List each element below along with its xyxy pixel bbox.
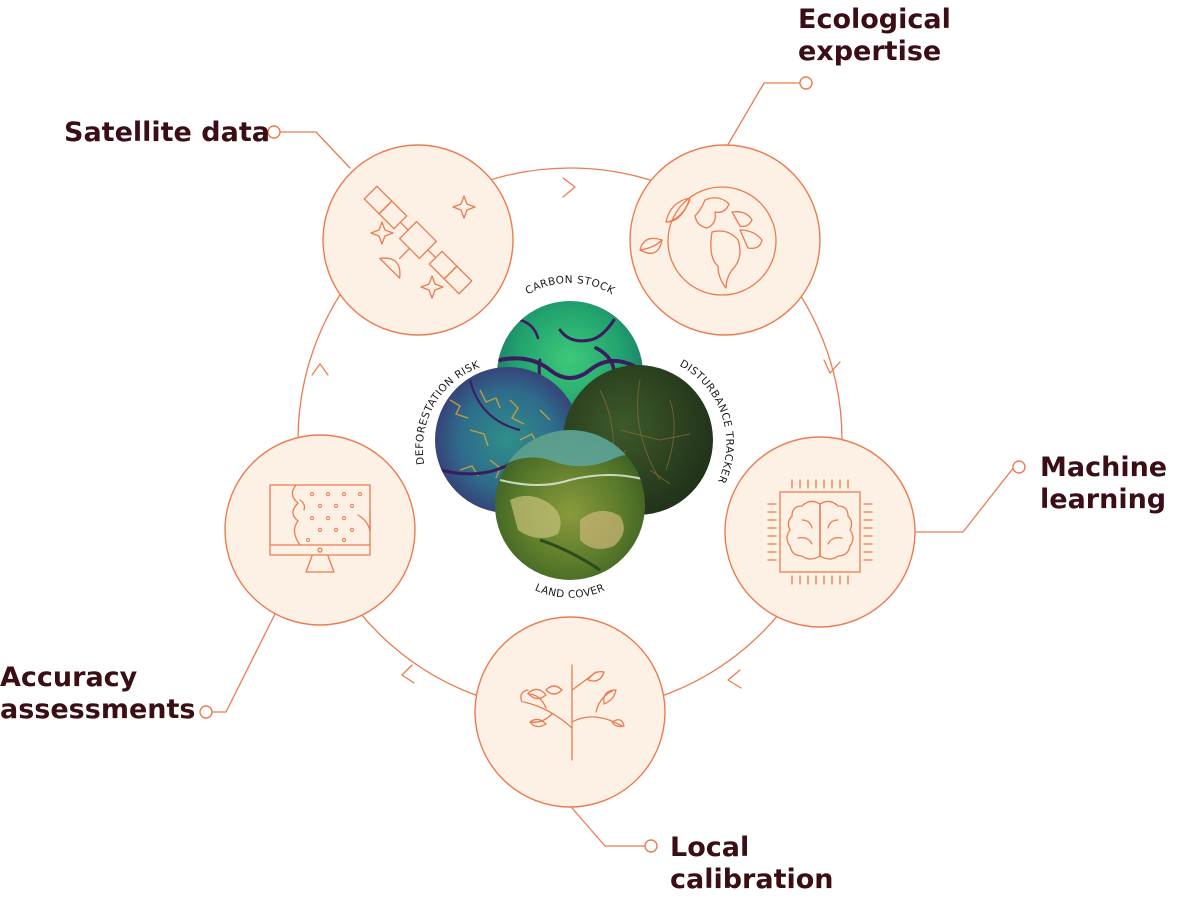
map-label-land-cover: LAND COVER <box>533 582 606 601</box>
label-satellite-data: Satellite data <box>64 117 270 148</box>
label-accuracy-assessments: Accuracy assessments <box>0 662 195 725</box>
arrow-icon <box>562 177 576 198</box>
label-machine-learning: Machine learning <box>1040 452 1177 515</box>
node-labels: Satellite data Ecological expertise Mach… <box>0 4 1177 895</box>
node-accuracy-assessments <box>224 434 416 626</box>
map-label-carbon-stock: CARBON STOCK <box>523 274 617 298</box>
arrow-icon <box>401 664 415 684</box>
node-satellite-data <box>322 144 514 336</box>
label-local-calibration: Local calibration <box>670 832 834 895</box>
node-ecological-expertise <box>629 144 821 336</box>
connectors <box>199 76 1026 853</box>
cycle-arrows <box>311 177 841 689</box>
label-ecological-expertise: Ecological expertise <box>798 4 960 67</box>
map-cluster <box>435 301 713 580</box>
node-local-calibration <box>474 616 666 808</box>
earth-leaf-icon <box>639 186 777 296</box>
arrow-icon <box>311 363 329 376</box>
arrow-icon <box>823 359 841 374</box>
node-machine-learning <box>724 436 916 628</box>
arrow-icon <box>727 669 742 689</box>
brain-chip-icon <box>767 479 873 585</box>
satellite-icon <box>363 185 476 299</box>
monitor-map-icon <box>269 484 371 573</box>
tree-branch-icon <box>520 664 625 761</box>
